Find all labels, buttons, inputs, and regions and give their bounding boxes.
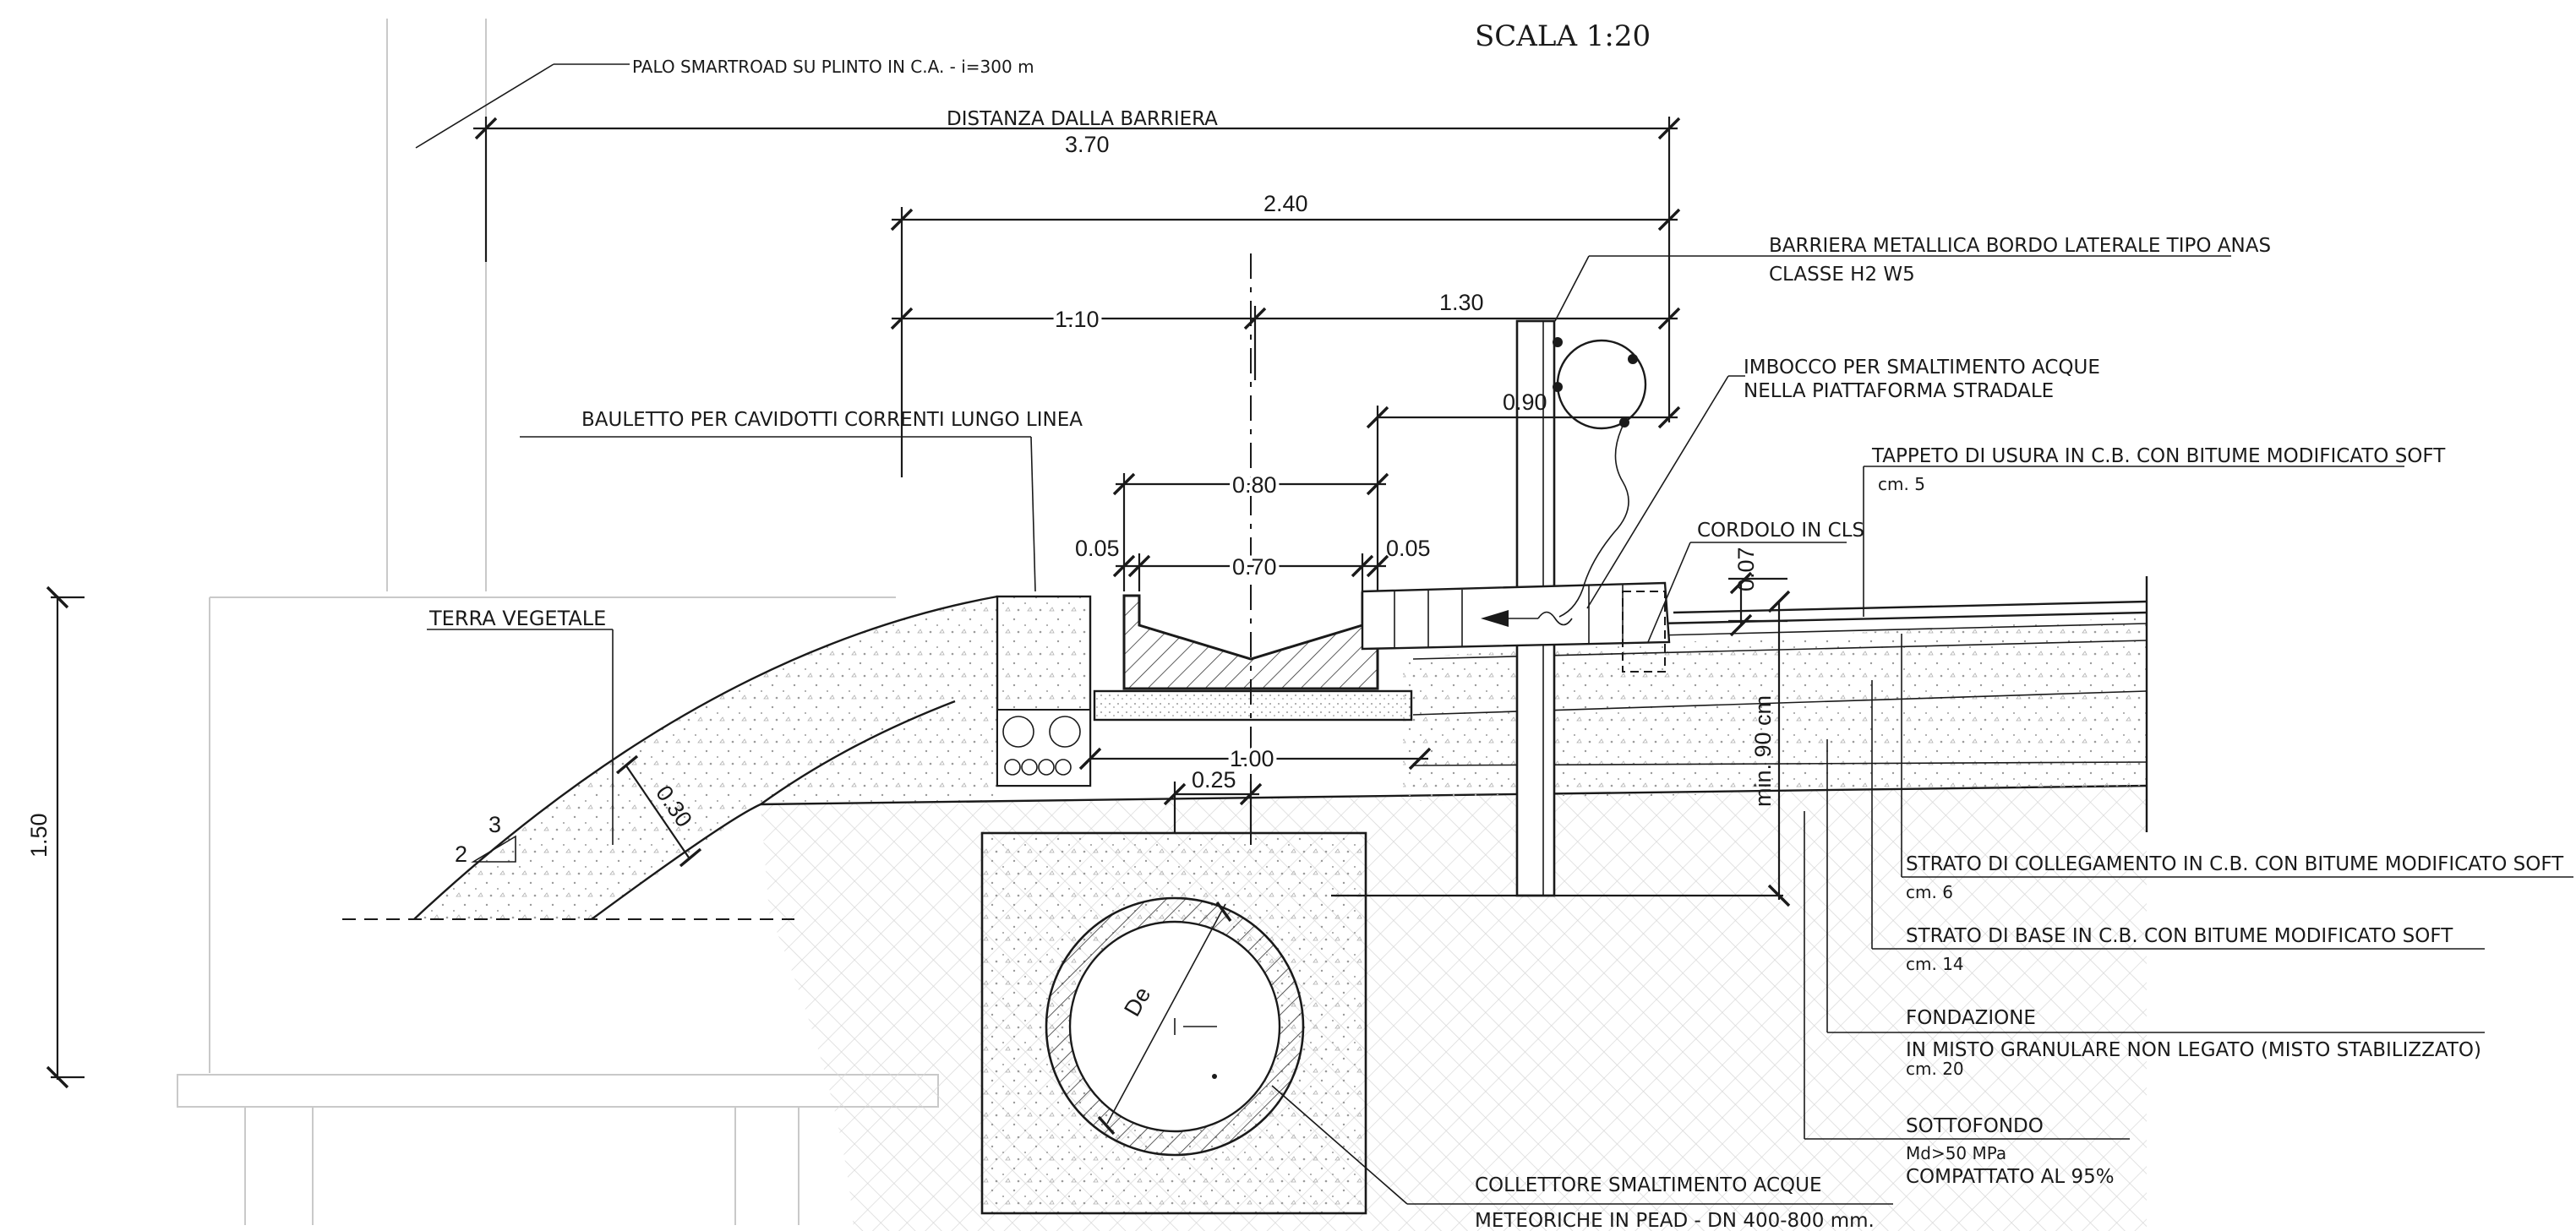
label-collegamento-2: cm. 6	[1906, 882, 1953, 902]
dim-0-90: 0.90	[1503, 389, 1547, 415]
label-cordolo: CORDOLO IN CLS	[1697, 520, 1864, 542]
dim-0-70: 0.70	[1232, 554, 1277, 580]
label-sottofondo-2: Md>50 MPa	[1906, 1143, 2006, 1163]
embankment-fill	[414, 596, 997, 919]
label-sottofondo-3: COMPATTATO AL 95%	[1906, 1166, 2115, 1188]
dim-1-00: 1.00	[1230, 746, 1274, 771]
label-sottofondo-1: SOTTOFONDO	[1906, 1115, 2044, 1137]
label-base-2: cm. 14	[1906, 954, 1964, 974]
dim-min-90: min. 90 cm	[1750, 695, 1776, 807]
label-barriera-2: CLASSE H2 W5	[1769, 264, 1915, 286]
label-fondazione-1: FONDAZIONE	[1906, 1007, 2036, 1029]
dim-distance-label: DISTANZA DALLA BARRIERA	[947, 108, 1218, 130]
label-collettore-2: METEORICHE IN PEAD - DN 400-800 mm.	[1475, 1210, 1875, 1231]
label-fondazione-3: cm. 20	[1906, 1059, 1964, 1079]
dim-0-80: 0.80	[1232, 472, 1277, 498]
label-fondazione-2: IN MISTO GRANULARE NON LEGATO (MISTO STA…	[1906, 1039, 2481, 1061]
label-collettore-1: COLLETTORE SMALTIMENTO ACQUE	[1475, 1174, 1822, 1196]
dim-2-40: 2.40	[1263, 191, 1308, 216]
scale-title: SCALA 1:20	[1475, 19, 1651, 53]
dimension-lines	[46, 117, 1791, 1089]
drainage-channel	[1093, 253, 1413, 845]
dim-0-05-left: 0.05	[1075, 536, 1120, 561]
label-barriera-1: BARRIERA METALLICA BORDO LATERALE TIPO A…	[1769, 235, 2271, 257]
drain-pipe	[980, 831, 1367, 1215]
label-tappeto-1: TAPPETO DI USURA IN C.B. CON BITUME MODI…	[1871, 445, 2446, 467]
label-palo: PALO SMARTROAD SU PLINTO IN C.A. - i=300…	[632, 57, 1034, 77]
dim-1-50: 1.50	[26, 813, 52, 858]
label-imbocco-1: IMBOCCO PER SMALTIMENTO ACQUE	[1744, 357, 2100, 379]
cable-duct	[996, 595, 1092, 787]
dim-0-25: 0.25	[1192, 767, 1236, 793]
label-bauletto: BAULETTO PER CAVIDOTTI CORRENTI LUNGO LI…	[581, 409, 1083, 431]
slope-vertical: 2	[455, 842, 467, 867]
label-imbocco-2: NELLA PIATTAFORMA STRADALE	[1744, 380, 2054, 402]
label-collegamento-1: STRATO DI COLLEGAMENTO IN C.B. CON BITUM…	[1906, 853, 2564, 875]
dim-3-70: 3.70	[1065, 132, 1110, 157]
dim-0-05-right: 0.05	[1386, 536, 1431, 561]
slope-horizontal: 3	[488, 812, 501, 837]
dim-1-30: 1.30	[1439, 290, 1484, 315]
dim-0-07: 0.07	[1733, 547, 1759, 591]
label-base-1: STRATO DI BASE IN C.B. CON BITUME MODIFI…	[1906, 925, 2453, 947]
label-terra-vegetale: TERRA VEGETALE	[428, 607, 606, 630]
dim-1-10: 1.10	[1055, 307, 1100, 332]
label-tappeto-2: cm. 5	[1878, 474, 1925, 494]
leader-lines	[415, 63, 2573, 1205]
